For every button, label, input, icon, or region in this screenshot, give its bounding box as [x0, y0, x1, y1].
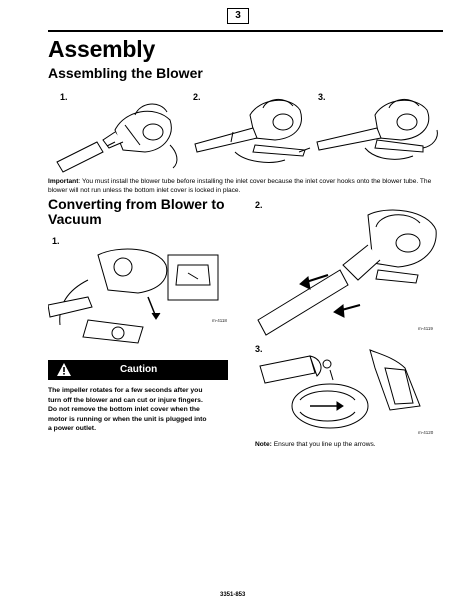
note: Note: Ensure that you line up the arrows…	[255, 440, 443, 449]
convert-figure-3	[259, 349, 421, 429]
assemble-figure-2	[194, 99, 311, 163]
assemble-step-3-number: 3.	[318, 92, 326, 102]
convert-step-3-number: 3.	[255, 344, 263, 354]
section-heading-converting-line2: Vacuum	[48, 211, 102, 227]
figure-id-2: m-4119	[418, 326, 433, 331]
figure-id-3: m-4120	[418, 430, 434, 435]
section-heading-assembling: Assembling the Blower	[48, 65, 203, 81]
caution-banner: Caution	[48, 360, 228, 380]
section-heading-converting-line1: Converting from Blower to	[48, 196, 225, 212]
assemble-step-2-number: 2.	[193, 92, 201, 102]
page-title: Assembly	[48, 36, 156, 62]
caution-line: motor is running or when the unit is plu…	[48, 415, 207, 423]
caution-label: Caution	[120, 364, 158, 375]
assemble-figure-1	[56, 103, 178, 173]
assemble-figure-3	[316, 99, 438, 160]
caution-line: The impeller rotates for a few seconds a…	[48, 387, 203, 394]
caution-line: a power outlet.	[48, 425, 96, 432]
footer-code: 3351-853	[220, 592, 246, 598]
important-label: Important	[48, 178, 79, 185]
important-text: You must install the blower tube before …	[48, 178, 432, 194]
important-note: Important: You must install the blower t…	[48, 178, 432, 194]
note-label: Note:	[255, 441, 272, 448]
convert-step-2-number: 2.	[255, 200, 263, 210]
convert-step-1-number: 1.	[52, 236, 60, 246]
warning-triangle-icon	[57, 363, 71, 376]
caution-line: Do not remove the bottom inlet cover whe…	[48, 406, 200, 413]
assemble-step-1-number: 1.	[60, 92, 68, 102]
caution-line: turn off the blower and can cut or injur…	[48, 396, 203, 404]
convert-figure-1	[48, 248, 219, 344]
page-number: 3	[227, 8, 249, 24]
note-text: Ensure that you line up the arrows.	[273, 441, 376, 448]
figure-id-1: m-4118	[212, 318, 227, 323]
caution-text: The impeller rotates for a few seconds a…	[48, 386, 230, 434]
top-rule	[48, 30, 443, 32]
convert-figure-2	[257, 209, 437, 336]
